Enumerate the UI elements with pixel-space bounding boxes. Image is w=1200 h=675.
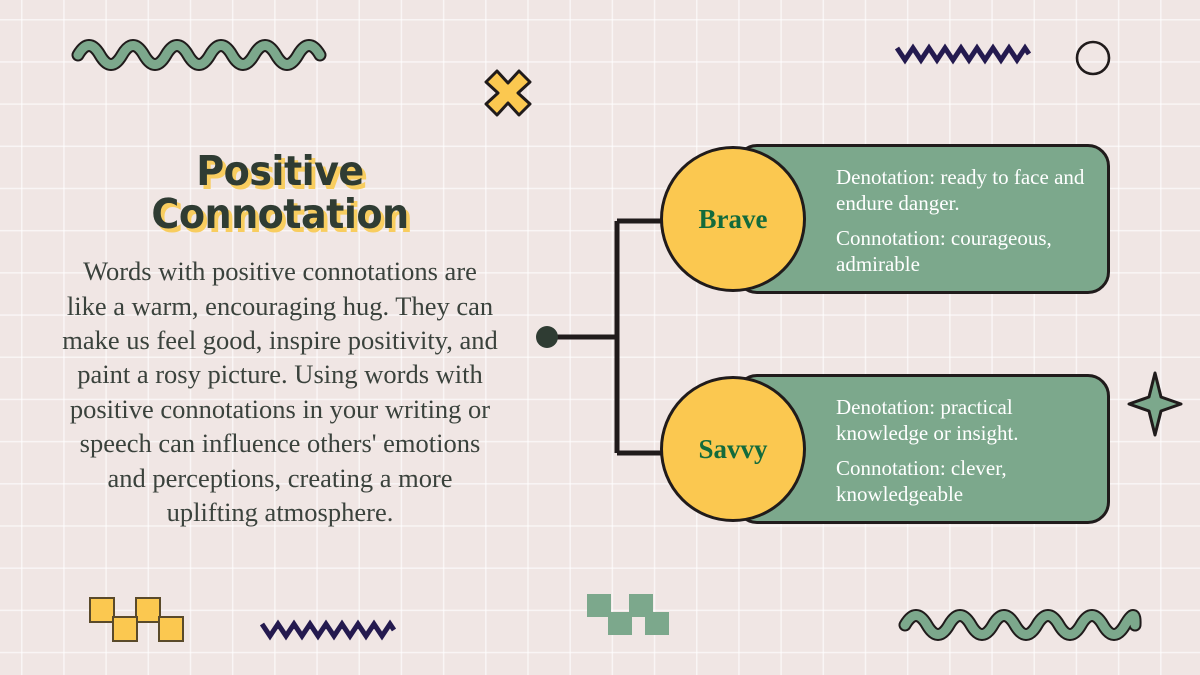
- branch-term-label: Brave: [698, 203, 768, 234]
- squares-yellow-bottom-left-icon: [89, 597, 184, 642]
- cross-yellow-top-icon: [484, 69, 532, 117]
- page-title: Positive Connotation: [151, 147, 409, 239]
- branch-term-label: Savvy: [698, 433, 768, 464]
- branch-item[interactable]: Denotation: ready to face and endure dan…: [660, 144, 1110, 294]
- branch-connotation-line: Connotation: clever, knowledgeable: [836, 456, 1007, 506]
- zigzag-navy-bottom-icon: [259, 619, 397, 641]
- branch-item[interactable]: Denotation: practical knowledge or insig…: [660, 374, 1110, 524]
- branch-card: Denotation: practical knowledge or insig…: [735, 374, 1110, 524]
- left-text-column: Positive Connotation Words with positive…: [60, 147, 500, 530]
- intro-paragraph: Words with positive connotations are lik…: [62, 256, 498, 528]
- branch-denotation-line: Denotation: ready to face and endure dan…: [836, 165, 1085, 215]
- wave-green-bottom-right-icon: [898, 609, 1142, 641]
- circle-outline-top-right-icon: [1075, 40, 1111, 76]
- root-node-dot: [536, 326, 558, 348]
- branch-connotation-line: Connotation: courageous, admirable: [836, 226, 1052, 276]
- wave-green-top-left-icon: [71, 39, 327, 71]
- star-green-right-icon: [1127, 371, 1183, 437]
- branch-denotation-line: Denotation: practical knowledge or insig…: [836, 395, 1019, 445]
- branch-term-circle[interactable]: Brave: [660, 146, 806, 292]
- squares-green-bottom-icon: [587, 594, 669, 635]
- branch-card: Denotation: ready to face and endure dan…: [735, 144, 1110, 294]
- zigzag-navy-top-right-icon: [894, 43, 1032, 65]
- branch-term-circle[interactable]: Savvy: [660, 376, 806, 522]
